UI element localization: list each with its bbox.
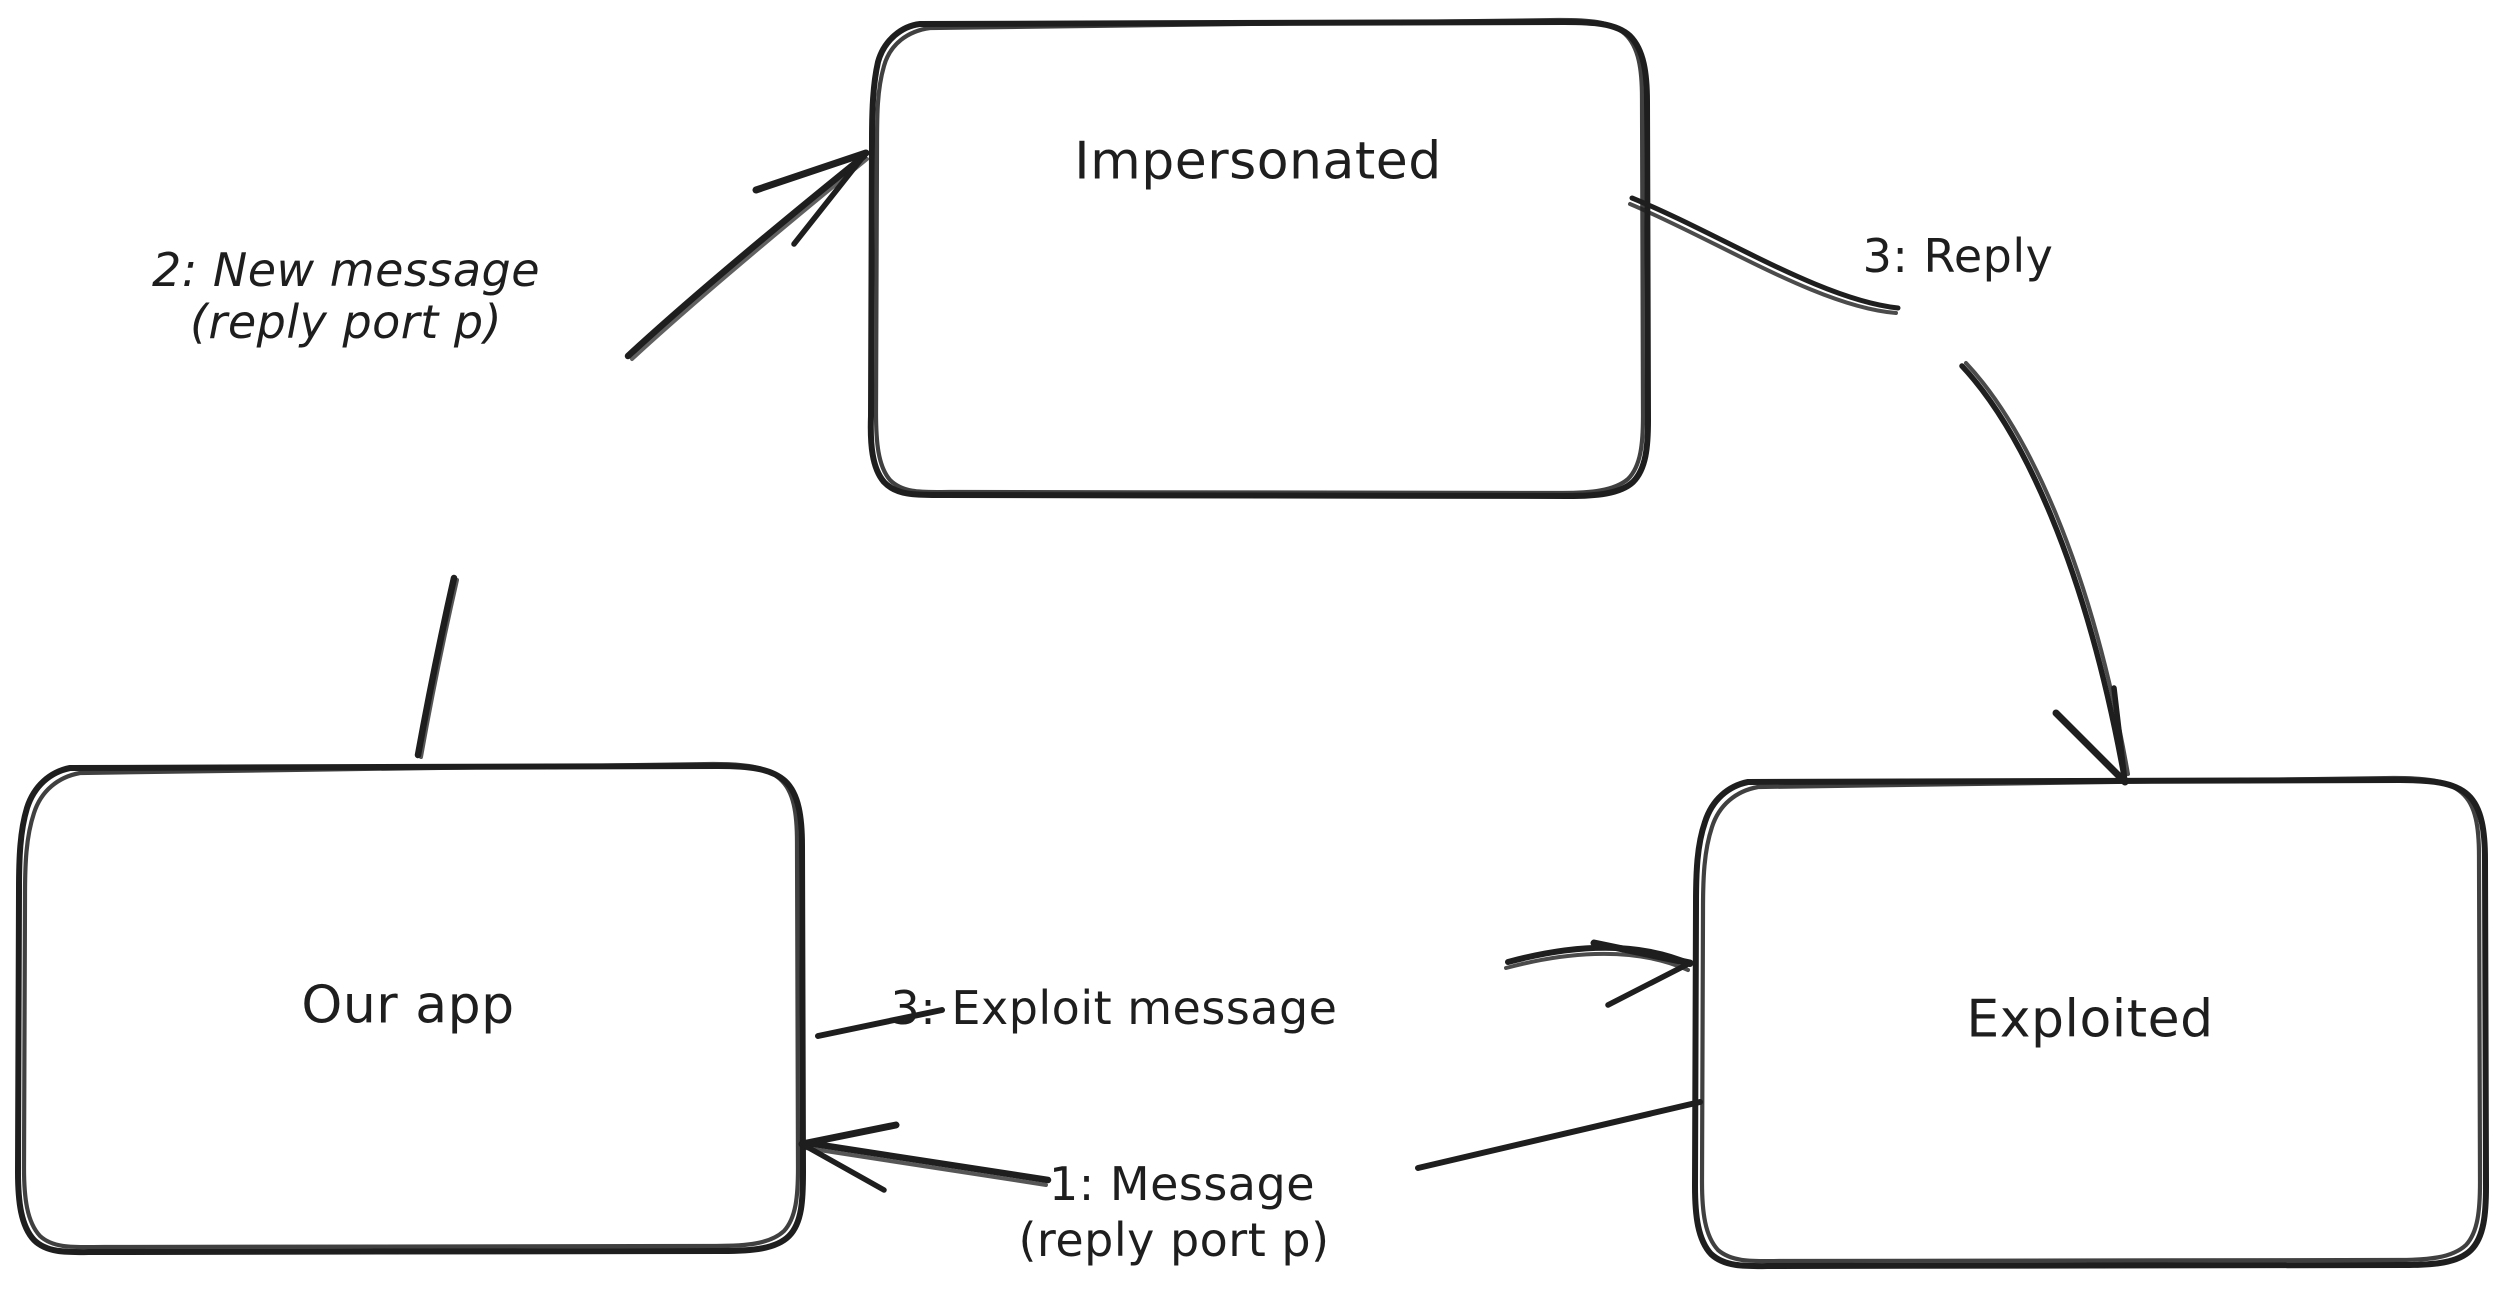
node-impersonated-shape[interactable] (867, 17, 1651, 499)
edge-label-reply: 3: Reply (1862, 228, 2054, 283)
edge-label-new-message-line2: (reply port p) (189, 294, 503, 349)
edge-reply[interactable] (1628, 195, 2130, 786)
edge-exploit-message[interactable] (815, 939, 1694, 1039)
edge-label-message-line1: 1: Message (1049, 1156, 1315, 1211)
edge-label-message-line2: (reply port p) (1018, 1212, 1330, 1267)
node-label-impersonated: Impersonated (1074, 131, 1442, 192)
edge-label-new-message-line1: 2: New message (151, 242, 541, 297)
edge-label-exploit-message: 3: Exploit message (890, 980, 1338, 1035)
node-our-app-shape[interactable] (15, 761, 806, 1256)
edge-message[interactable] (798, 1099, 1703, 1193)
edge-new-message[interactable] (414, 149, 870, 759)
node-label-exploited: Exploited (1966, 989, 2214, 1050)
node-exploited-shape[interactable] (1692, 775, 2489, 1270)
node-label-our-app: Our app (301, 975, 515, 1036)
